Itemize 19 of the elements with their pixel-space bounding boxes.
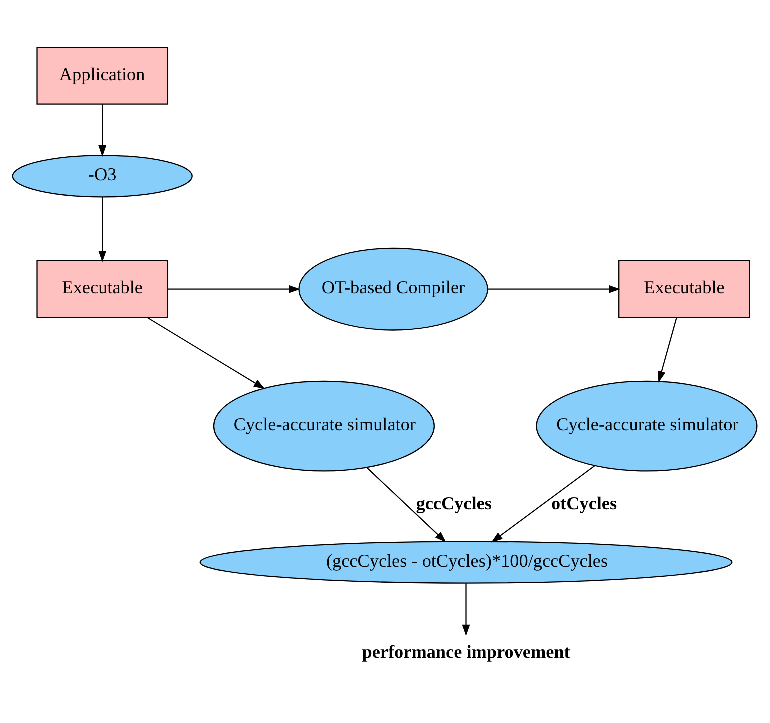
node-box: Application [36, 46, 169, 105]
node-box: Executable [618, 260, 750, 318]
node-text: performance improvement [362, 642, 570, 662]
node-box: Executable [36, 260, 169, 318]
arrow [148, 318, 266, 390]
arrow [658, 318, 678, 383]
edge-label: gccCycles [416, 494, 492, 514]
node-ellipse: -O3 [12, 155, 193, 198]
node-ellipse: Cycle-accurate simulator [536, 380, 758, 472]
arrow [168, 285, 301, 294]
arrow [462, 584, 470, 636]
arrow [488, 285, 620, 294]
edge-label: otCycles [551, 494, 618, 514]
arrow [98, 197, 107, 262]
arrow [98, 104, 107, 157]
node-ellipse: OT-based Compiler [298, 248, 488, 331]
node-ellipse: (gccCycles - otCycles)*100/gccCycles [200, 541, 733, 584]
arrow [366, 468, 446, 543]
arrow [491, 466, 596, 543]
